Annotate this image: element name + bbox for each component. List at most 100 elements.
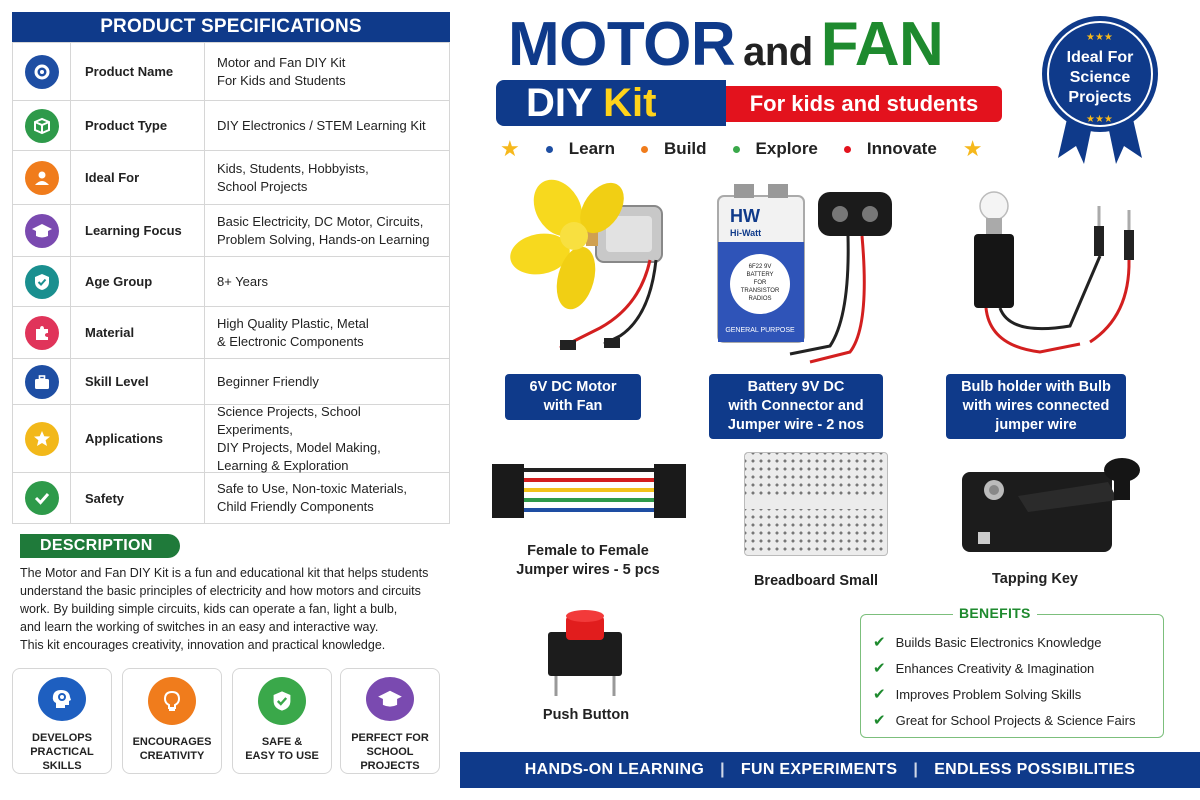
check-icon: ✔	[873, 660, 886, 677]
benefit-item: ✔Builds Basic Electronics Knowledge	[873, 634, 1102, 651]
svg-text:HW: HW	[730, 206, 760, 226]
graduation-cap-icon	[366, 677, 414, 721]
benefits-title: BENEFITS	[953, 605, 1037, 621]
person-icon	[24, 160, 59, 195]
bulb-holder-image	[974, 191, 1134, 354]
benefits-box: BENEFITS ✔Builds Basic Electronics Knowl…	[860, 605, 1164, 738]
check-icon: ✔	[873, 686, 886, 703]
description-title: DESCRIPTION	[20, 534, 180, 558]
spec-row-material: Material High Quality Plastic, Metal& El…	[13, 307, 449, 359]
svg-text:BATTERY: BATTERY	[746, 272, 773, 278]
jumper-wires-image	[492, 464, 686, 518]
spec-value: 8+ Years	[217, 273, 268, 289]
step-innovate: Innovate	[843, 139, 937, 159]
svg-text:RADIOS: RADIOS	[748, 296, 771, 302]
graduation-cap-icon	[24, 213, 59, 248]
svg-text:★★★: ★★★	[1086, 32, 1113, 43]
spec-value: Safe to Use, Non-toxic Materials,Child F…	[217, 481, 408, 514]
head-gear-icon	[38, 677, 86, 721]
check-icon: ✔	[873, 634, 886, 651]
spec-value: Science Projects, School Experiments,DIY…	[217, 403, 381, 473]
spec-label: Product Type	[71, 101, 205, 150]
spec-row-learning-focus: Learning Focus Basic Electricity, DC Mot…	[13, 205, 449, 257]
spec-label: Learning Focus	[71, 205, 205, 256]
spec-label: Skill Level	[71, 359, 205, 404]
steps-row: ★ Learn Build Explore Innovate ★	[500, 136, 1020, 162]
puzzle-icon	[24, 315, 59, 350]
star-icon: ★	[962, 136, 983, 161]
specifications-panel: PRODUCT SPECIFICATIONS Product Name Moto…	[0, 0, 460, 800]
motor-fan-image	[510, 179, 663, 350]
battery-image: HW Hi-Watt 6F22 9V BATTERY FOR TRANSISTO…	[717, 184, 892, 364]
push-button-image	[548, 610, 622, 696]
spec-row-safety: Safety Safe to Use, Non-toxic Materials,…	[13, 473, 449, 523]
svg-text:FOR: FOR	[754, 280, 767, 286]
check-icon: ✔	[873, 712, 886, 729]
spec-value: High Quality Plastic, Metal& Electronic …	[217, 315, 369, 349]
badge-safe: SAFE &EASY TO USE	[232, 668, 332, 774]
svg-text:6F22 9V: 6F22 9V	[749, 264, 772, 270]
shield-check-icon	[24, 264, 59, 299]
spec-row-product-type: Product Type DIY Electronics / STEM Lear…	[13, 101, 449, 151]
breadboard-image	[744, 452, 888, 556]
spec-label: Age Group	[71, 257, 205, 306]
shield-check-icon	[258, 677, 306, 725]
seal-text: Ideal For Science Projects	[1066, 49, 1134, 106]
science-projects-seal: ★★★ ★★★ Ideal For Science Projects	[1040, 6, 1160, 166]
lightbulb-icon	[148, 677, 196, 725]
spec-label: Ideal For	[71, 151, 205, 204]
footer-banner: HANDS-ON LEARNING|FUN EXPERIMENTS|ENDLES…	[460, 752, 1200, 788]
spec-label: Applications	[71, 405, 205, 472]
gear-icon	[24, 54, 59, 89]
benefit-item: ✔Improves Problem Solving Skills	[873, 686, 1082, 703]
spec-label: Material	[71, 307, 205, 358]
svg-text:★★★: ★★★	[1086, 114, 1113, 125]
spec-label: Safety	[71, 473, 205, 523]
description-text: The Motor and Fan DIY Kit is a fun and e…	[20, 566, 429, 652]
svg-text:GENERAL PURPOSE: GENERAL PURPOSE	[725, 327, 795, 334]
spec-value: Kids, Students, Hobbyists,School Project…	[217, 160, 369, 194]
step-build: Build	[641, 139, 707, 159]
step-learn: Learn	[545, 139, 615, 159]
step-explore: Explore	[732, 139, 818, 159]
caption-breadboard: Breadboard Small	[753, 573, 879, 589]
star-icon	[24, 421, 59, 456]
caption-tapping-key: Tapping Key	[992, 571, 1078, 587]
svg-text:Hi-Watt: Hi-Watt	[730, 228, 761, 238]
box-icon	[24, 108, 59, 143]
benefit-item: ✔Great for School Projects & Science Fai…	[873, 712, 1136, 729]
caption-push-button: Push Button	[542, 707, 630, 723]
diy-kit-banner: DIY Kit	[496, 80, 726, 126]
tagline-banner: For kids and students	[726, 86, 1002, 122]
spec-row-applications: Applications Science Projects, School Ex…	[13, 403, 449, 473]
spec-value: Basic Electricity, DC Motor, Circuits,Pr…	[217, 213, 430, 247]
briefcase-icon	[24, 364, 59, 399]
spec-value: Beginner Friendly	[217, 373, 319, 389]
tapping-key-image	[962, 458, 1140, 552]
svg-text:TRANSISTOR: TRANSISTOR	[741, 288, 780, 294]
spec-row-age-group: Age Group 8+ Years	[13, 257, 449, 307]
spec-row-skill-level: Skill Level Beginner Friendly	[13, 359, 449, 405]
benefit-item: ✔Enhances Creativity & Imagination	[873, 660, 1095, 677]
star-icon: ★	[500, 136, 520, 161]
specifications-header: PRODUCT SPECIFICATIONS	[12, 12, 450, 42]
spec-row-ideal-for: Ideal For Kids, Students, Hobbyists,Scho…	[13, 151, 449, 205]
spec-label: Product Name	[71, 43, 205, 100]
check-icon	[24, 481, 59, 515]
spec-value: DIY Electronics / STEM Learning Kit	[217, 117, 426, 133]
